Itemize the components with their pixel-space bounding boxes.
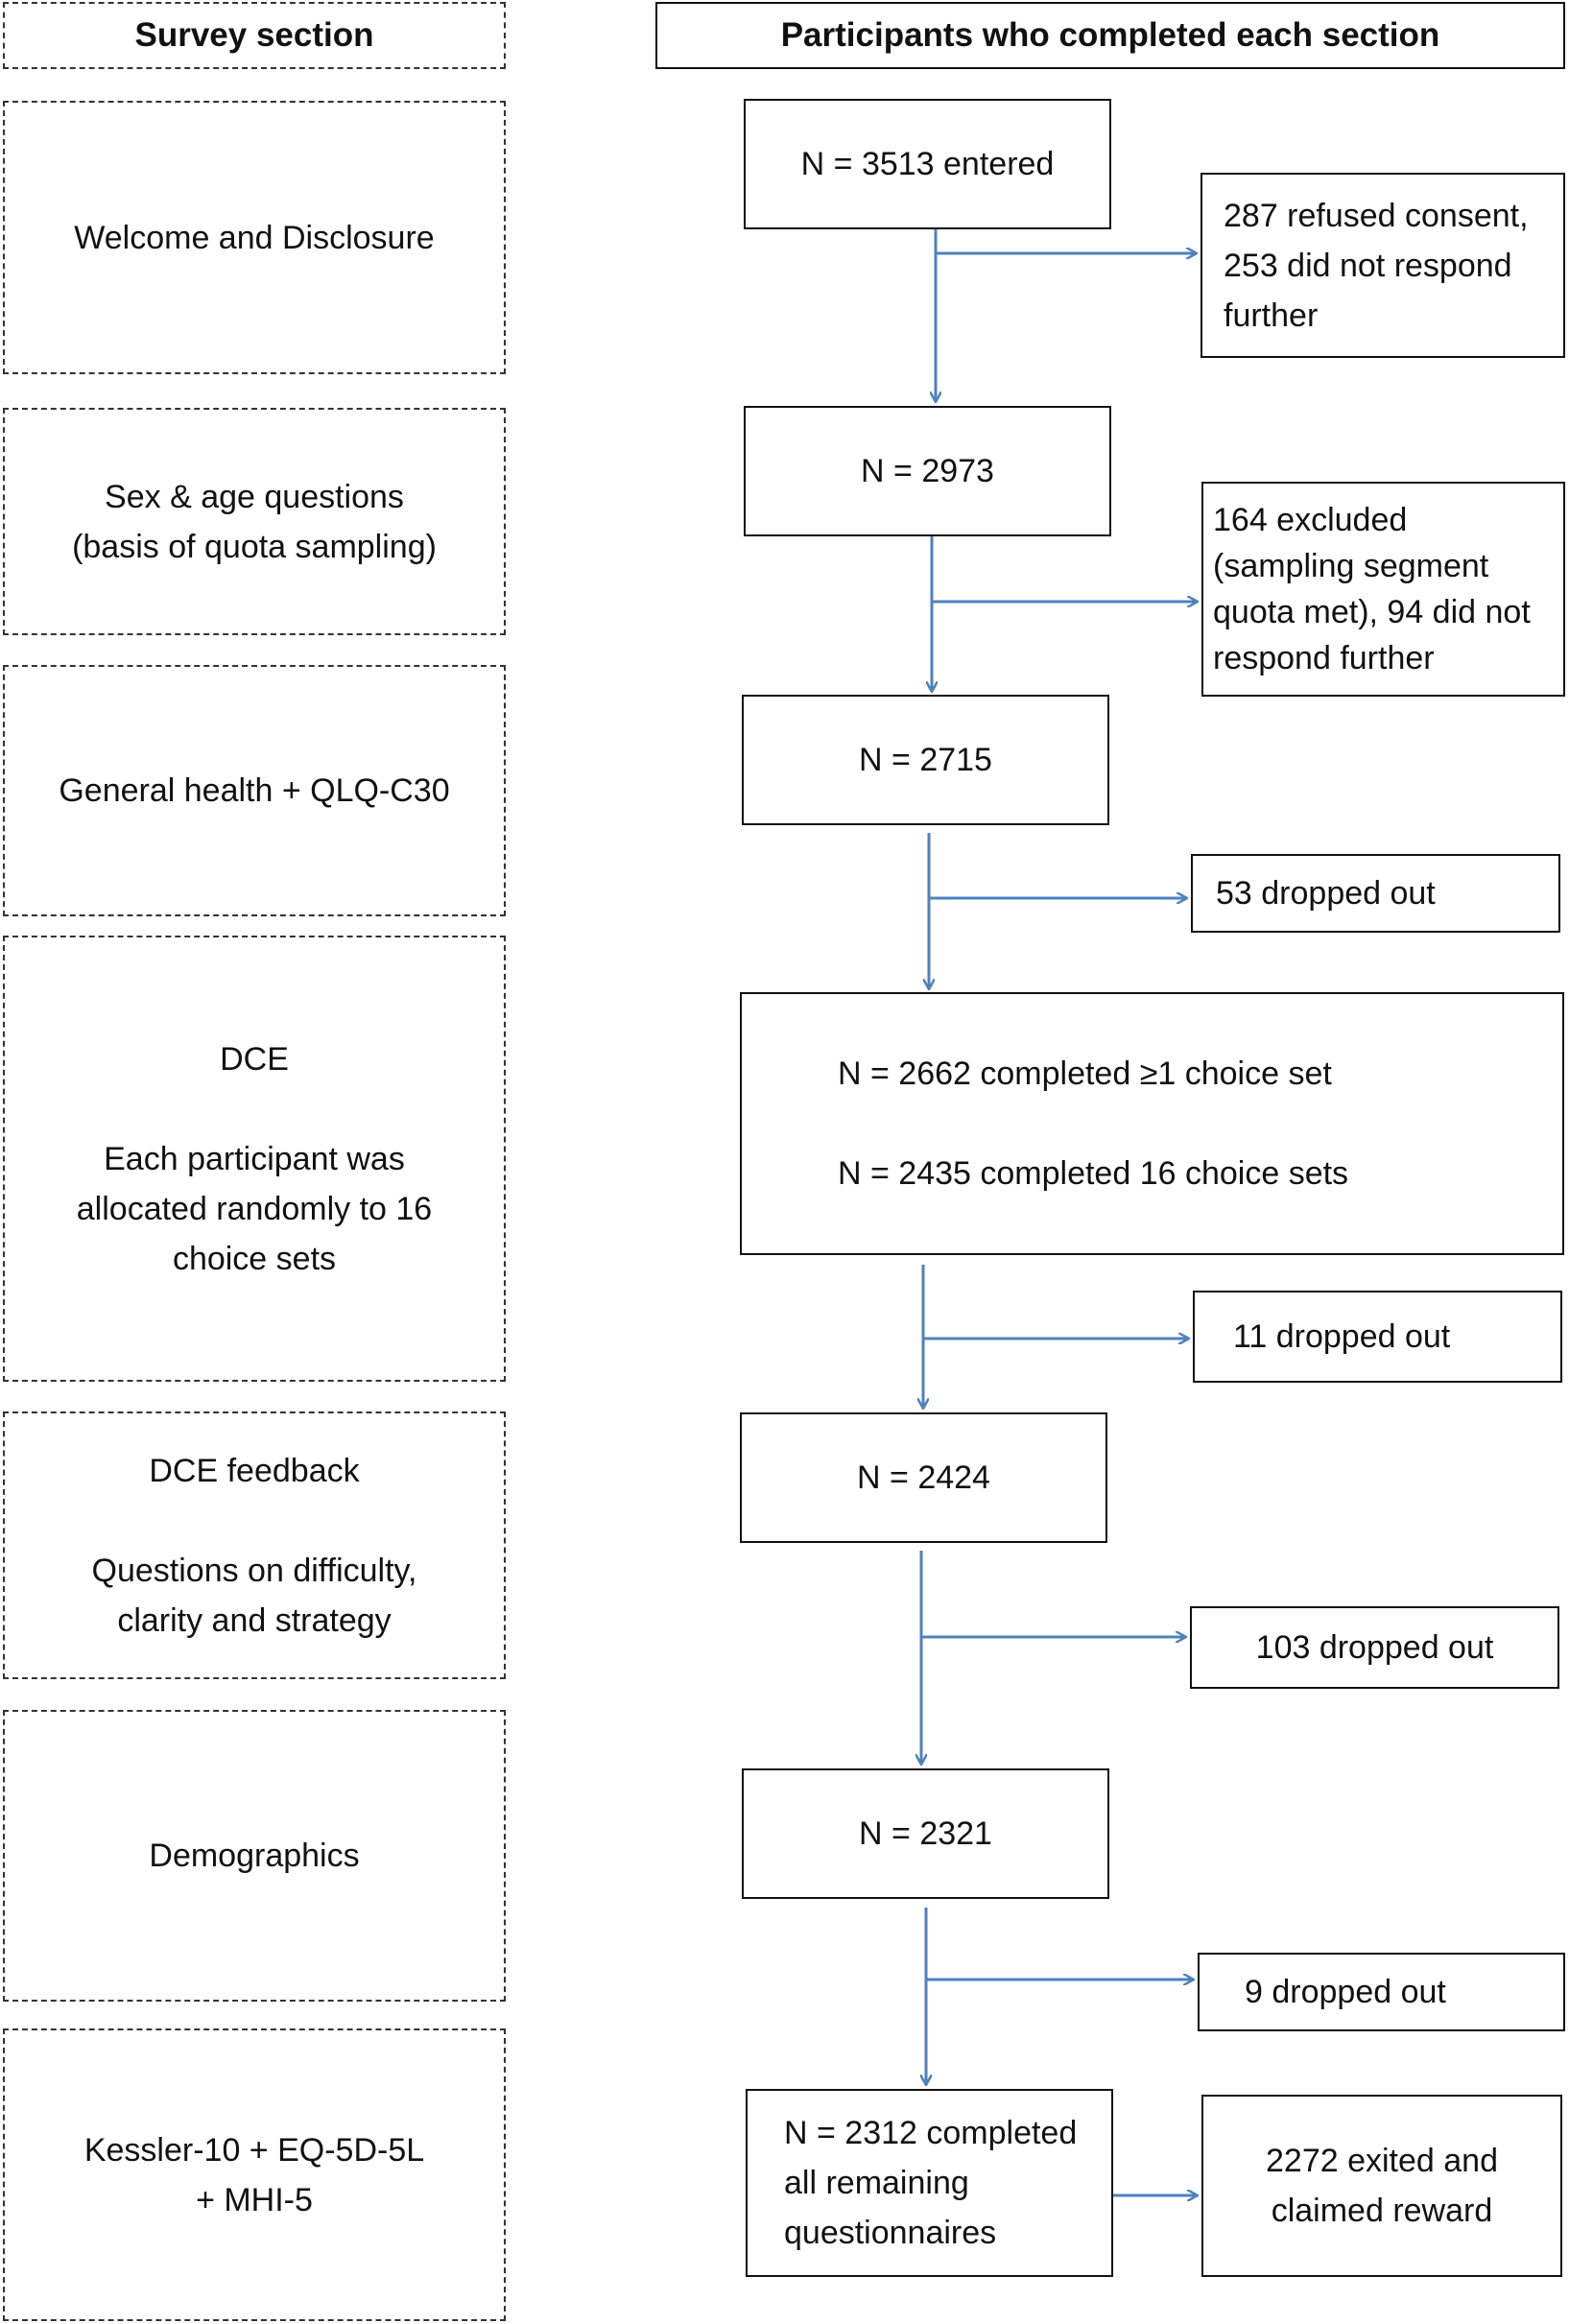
- count-dce: N = 2662 completed ≥1 choice set N = 243…: [740, 992, 1564, 1255]
- section-dce: DCE Each participant was allocated rando…: [3, 936, 506, 1382]
- exit-53: 53 dropped out: [1191, 854, 1560, 933]
- count-entered: N = 3513 entered: [744, 99, 1111, 229]
- section-demographics: Demographics: [3, 1710, 506, 2002]
- header-survey-section: Survey section: [3, 2, 506, 69]
- section-general-health: General health + QLQ-C30: [3, 665, 506, 916]
- section-kessler: Kessler-10 + EQ-5D-5L + MHI-5: [3, 2028, 506, 2321]
- count-demographics: N = 2321: [742, 1768, 1109, 1899]
- count-after-sex-age: N = 2973: [744, 406, 1111, 536]
- exit-quota: 164 excluded (sampling segment quota met…: [1201, 482, 1565, 697]
- section-welcome: Welcome and Disclosure: [3, 101, 506, 374]
- exit-consent: 287 refused consent, 253 did not respond…: [1201, 173, 1565, 358]
- exit-claimed-reward: 2272 exited and claimed reward: [1201, 2095, 1562, 2277]
- exit-103: 103 dropped out: [1190, 1606, 1559, 1689]
- header-participants: Participants who completed each section: [655, 2, 1565, 69]
- section-sex-age: Sex & age questions (basis of quota samp…: [3, 408, 506, 635]
- exit-11: 11 dropped out: [1193, 1291, 1562, 1383]
- section-dce-feedback: DCE feedback Questions on difficulty, cl…: [3, 1411, 506, 1679]
- count-dce-feedback: N = 2424: [740, 1412, 1107, 1543]
- exit-9: 9 dropped out: [1198, 1953, 1565, 2031]
- count-after-general-health: N = 2715: [742, 695, 1109, 825]
- count-completed-all: N = 2312 completed all remaining questio…: [746, 2089, 1113, 2277]
